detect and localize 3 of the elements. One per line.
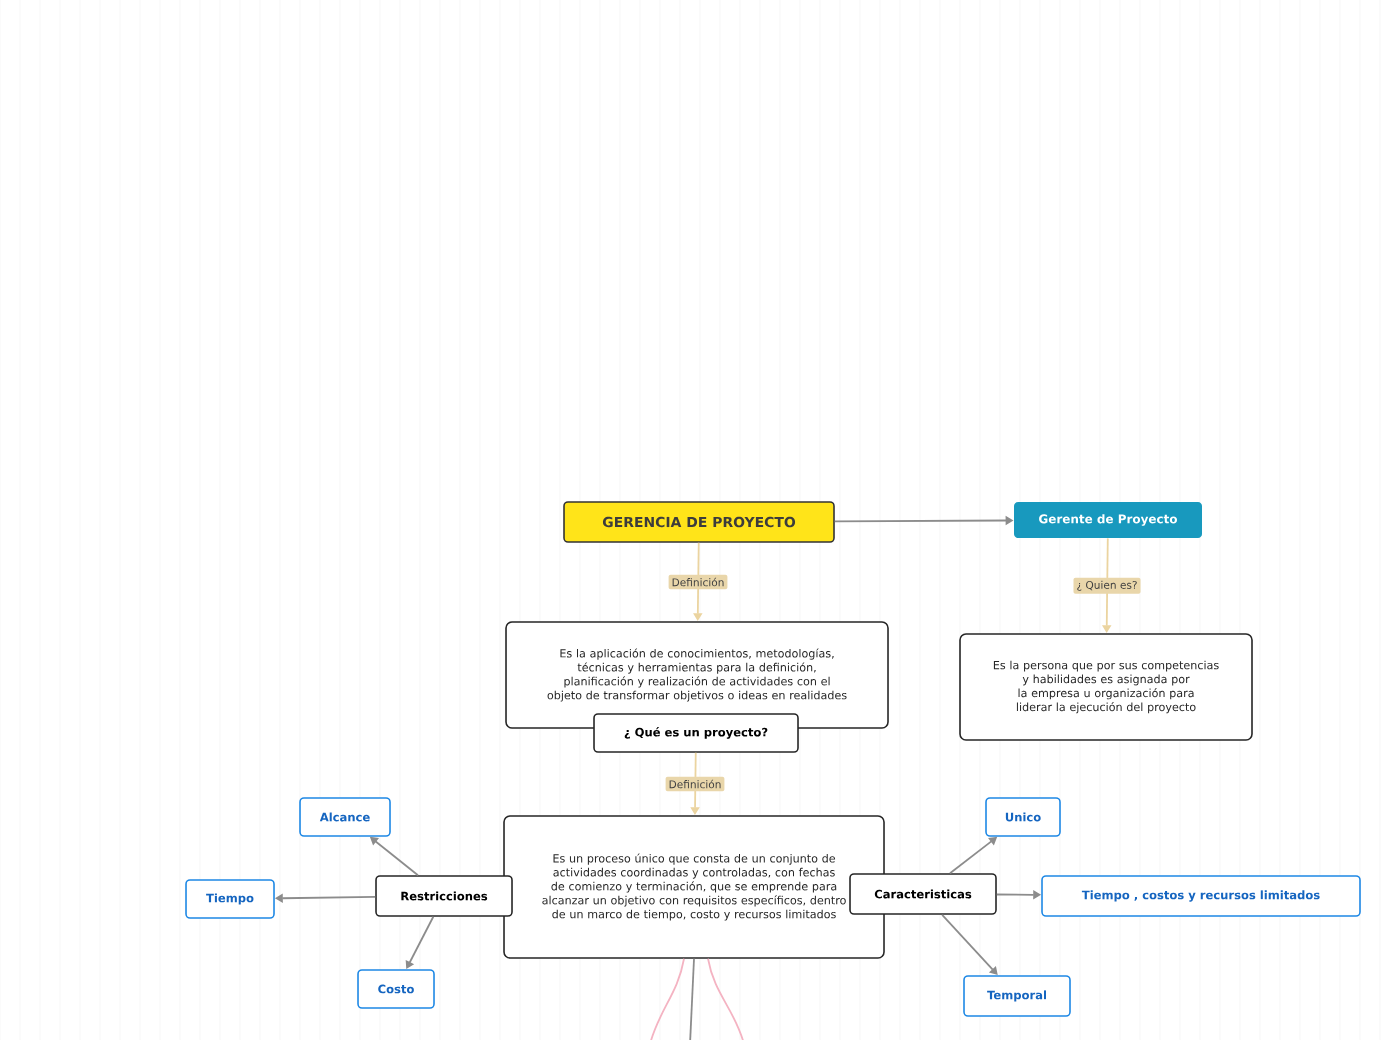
connector-line — [689, 957, 695, 1040]
connector-line — [649, 957, 685, 1040]
connector-line — [707, 957, 745, 1040]
